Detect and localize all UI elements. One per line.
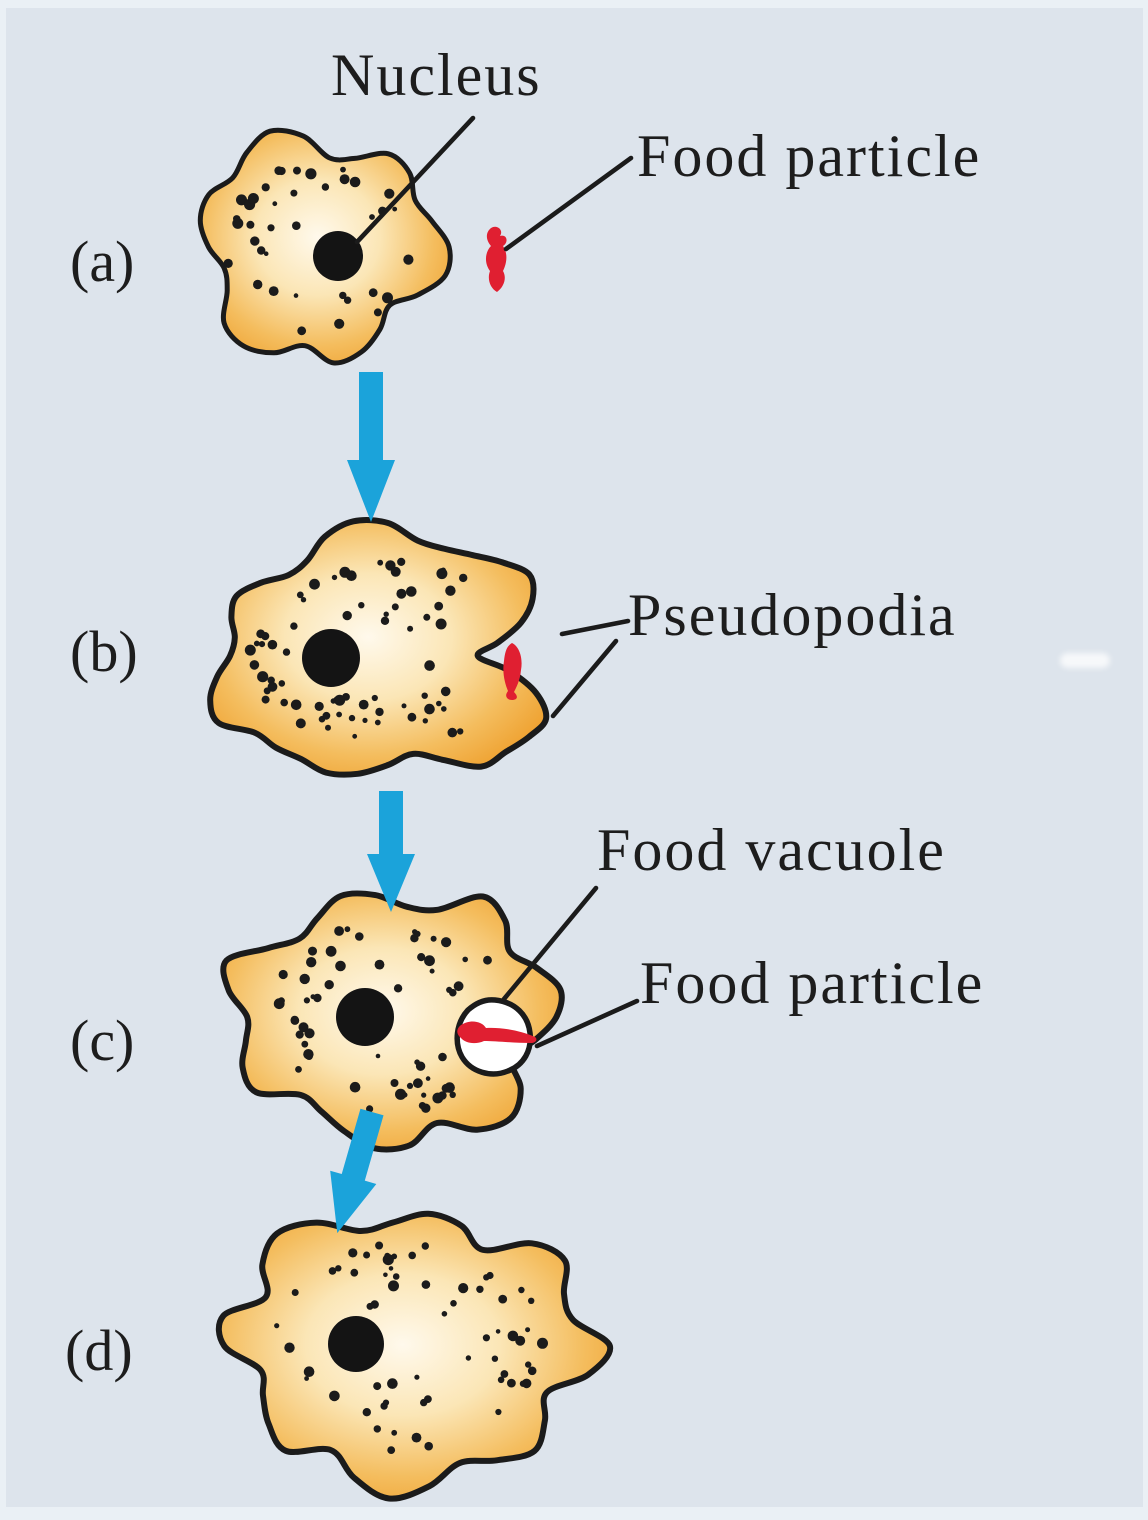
amoeba-stage-d [215,1210,614,1502]
cytoplasm-granules [244,557,468,739]
label-food-particle-top: Food particle [637,123,982,189]
page-edge-left [0,0,6,1520]
cytoplasm-granules [223,166,414,336]
stage-label-c: (c) [70,1008,135,1073]
food-particle-pointer-line-bottom [534,998,640,1049]
food-particle-pointer-line-top [503,155,634,252]
label-food-particle-bottom: Food particle [640,950,985,1016]
stage-label-b: (b) [70,619,138,684]
nucleus [313,231,363,281]
amoeba-stage-a [197,127,453,366]
nucleus [336,988,394,1046]
nucleus [302,629,360,687]
page-edge-top [0,0,1148,8]
amoeba-membrane [207,516,550,778]
label-pseudopodia: Pseudopodia [628,582,957,648]
cytoplasm-granules [274,1241,548,1454]
food-particle-engulfed [503,643,522,700]
amoeba-stage-c [220,890,565,1153]
page-edge-right [1143,0,1148,1520]
amoeba-membrane [215,1210,614,1502]
page-edge-bottom [0,1507,1148,1520]
arrow-b-to-c [367,791,415,912]
label-food-vacuole: Food vacuole [597,817,946,883]
food-vacuole-pointer-line [501,885,599,1002]
nucleus-pointer-line [354,115,476,245]
cytoplasm-granules [273,926,492,1113]
background-smudge [1060,653,1110,668]
label-nucleus: Nucleus [331,42,542,108]
food-particle-free [485,226,507,292]
nucleus [328,1316,384,1372]
arrow-c-to-d [330,1108,384,1234]
stage-label-d: (d) [65,1318,133,1383]
pseudopodia-pointer-line-upper [559,618,631,637]
food-particle-in-vacuole [457,1021,537,1044]
pseudopodia-pointer-line-lower [550,638,619,719]
amoeba-stage-b [207,516,550,778]
stage-label-a: (a) [70,229,135,294]
arrow-a-to-b [347,372,395,522]
